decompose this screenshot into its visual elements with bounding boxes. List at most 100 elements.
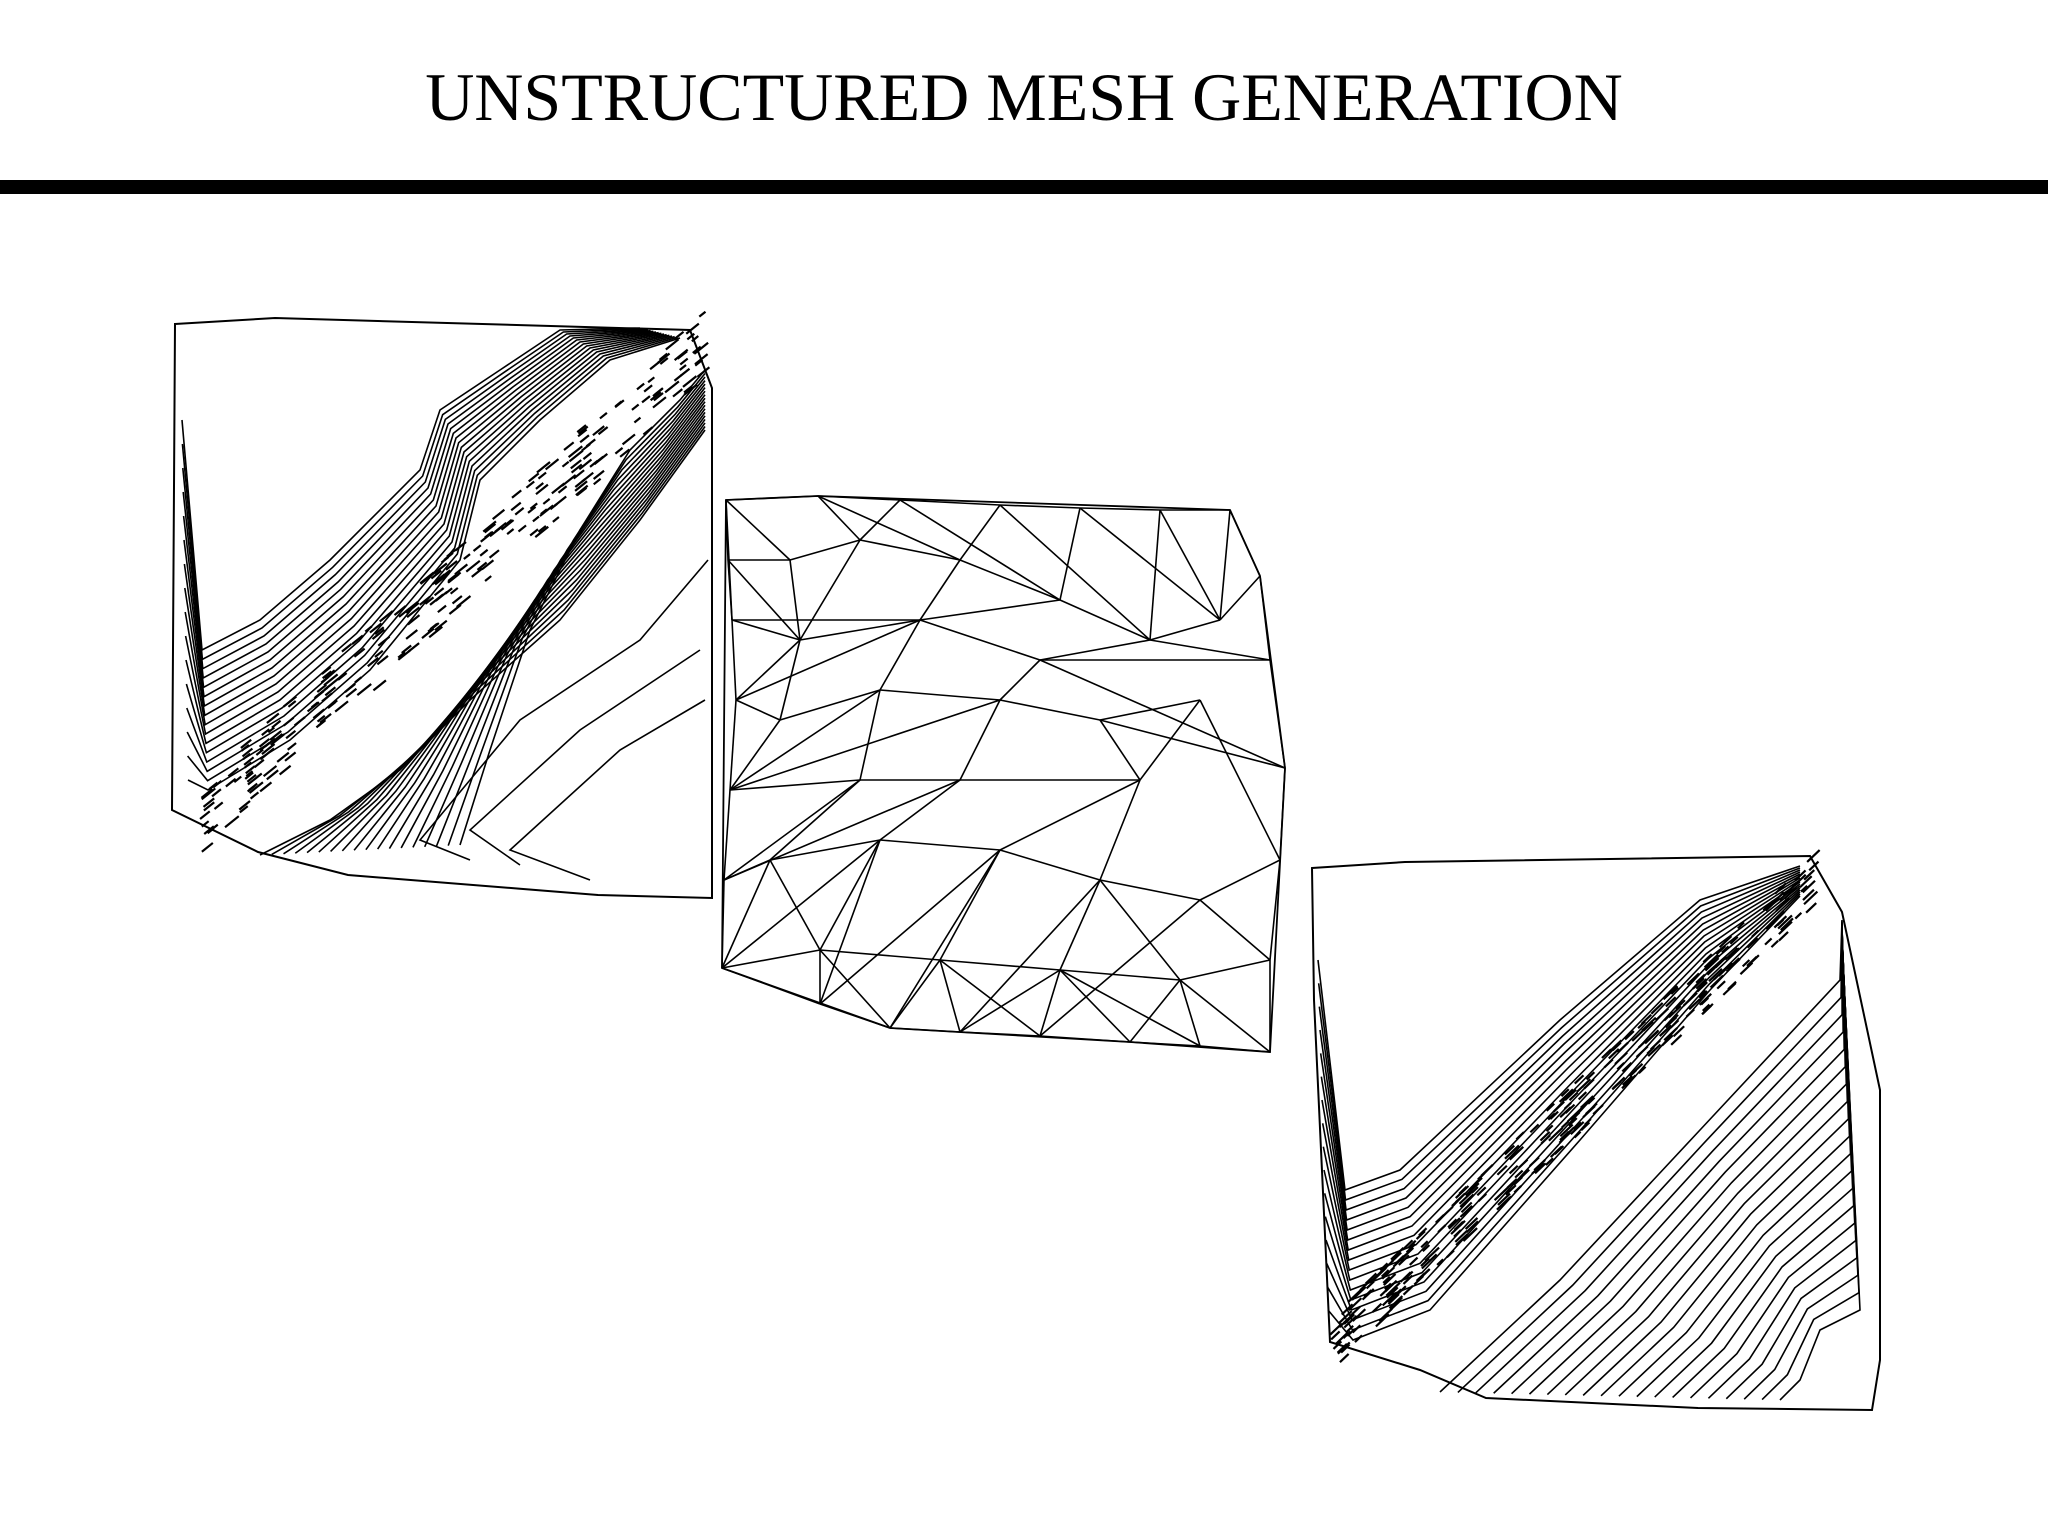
left-band-mark	[239, 805, 249, 814]
left-band-mark	[372, 679, 387, 692]
right-band-mark	[1496, 1196, 1511, 1211]
right-band-mark	[1806, 849, 1821, 863]
mesh-edge	[999, 699, 1101, 721]
right-contour-upper	[1317, 865, 1801, 1192]
right-band-mark	[1603, 1058, 1614, 1069]
right-contour-lines	[1317, 865, 1861, 1401]
left-contour-upper	[185, 333, 667, 745]
right-band-mark	[1718, 935, 1733, 949]
right-band-mark	[1669, 1019, 1680, 1029]
right-band-mark	[1329, 1322, 1343, 1336]
mesh-edge	[939, 959, 961, 1033]
right-band-mark	[1614, 1051, 1628, 1065]
left-band-mark	[337, 672, 348, 681]
right-band-mark	[1611, 1041, 1622, 1052]
right-band-mark	[1709, 974, 1724, 989]
right-band-mark	[1384, 1279, 1398, 1293]
mesh-edge	[1099, 719, 1286, 769]
left-band-mark	[570, 459, 582, 470]
right-band-mark	[1534, 1162, 1547, 1175]
left-band-mark	[211, 788, 222, 798]
mesh-edge	[1259, 575, 1271, 661]
mesh-edge	[769, 779, 861, 861]
left-band-mark	[369, 622, 383, 634]
left-band-mark	[592, 425, 605, 437]
left-band-mark	[482, 520, 497, 533]
right-band-mark	[1455, 1233, 1469, 1246]
mesh-edge	[1199, 859, 1281, 901]
right-band-mark	[1379, 1262, 1389, 1272]
right-band-mark	[1751, 929, 1760, 938]
mesh-edge	[859, 689, 881, 781]
left-band-mark	[693, 341, 709, 355]
right-band-mark	[1388, 1295, 1404, 1310]
mesh-edge	[879, 689, 1001, 701]
mesh-edge	[919, 599, 1061, 621]
left-contour-upper	[182, 328, 646, 670]
right-band-mark	[1621, 1061, 1633, 1073]
left-band-mark	[421, 627, 435, 639]
mesh-edge	[725, 495, 819, 501]
right-band-mark	[1724, 947, 1739, 961]
left-band-mark	[429, 622, 438, 631]
right-band-mark	[1616, 1061, 1625, 1071]
right-band-mark	[1385, 1281, 1401, 1297]
left-band-mark	[472, 544, 482, 552]
left-band-mark	[315, 719, 326, 729]
left-band-mark	[599, 412, 608, 420]
left-band-mark	[537, 525, 547, 533]
left-band-mark	[463, 553, 471, 560]
right-band-mark	[1563, 1101, 1572, 1110]
right-band-mark	[1401, 1239, 1414, 1251]
mesh-edge	[735, 699, 781, 721]
left-band-mark	[424, 596, 435, 605]
left-contour-lower	[435, 376, 706, 847]
right-band-mark	[1552, 1100, 1565, 1113]
left-band-mark	[259, 781, 273, 793]
right-band-mark	[1359, 1278, 1373, 1291]
right-band-mark	[1561, 1120, 1570, 1129]
right-band-mark	[1390, 1251, 1402, 1263]
mesh-edge	[1059, 599, 1151, 641]
left-band-mark	[240, 738, 252, 749]
left-band-mark	[353, 647, 366, 658]
left-band-mark	[437, 604, 447, 614]
left-band-mark	[321, 692, 333, 703]
mesh-edge	[959, 1031, 1041, 1037]
left-contour-upper	[184, 331, 659, 717]
right-band-mark	[1794, 912, 1803, 920]
right-band-mark	[1402, 1284, 1414, 1296]
right-band-mark	[1529, 1123, 1540, 1134]
mesh-edge	[959, 504, 1001, 561]
right-band-mark	[1696, 981, 1708, 993]
left-contour-upper	[185, 334, 670, 754]
right-band-mark	[1424, 1246, 1440, 1262]
mesh-edge	[1179, 959, 1271, 981]
left-band-mark	[393, 605, 407, 616]
mesh-edge	[1079, 507, 1221, 621]
right-band-mark	[1354, 1334, 1363, 1343]
right-band-mark	[1628, 1069, 1638, 1078]
left-band-mark	[258, 738, 271, 748]
left-band-mark	[683, 383, 698, 396]
left-band-mark	[247, 772, 263, 786]
left-band-mark	[641, 395, 651, 404]
left-band-mark	[397, 651, 406, 659]
right-band-mark	[1351, 1308, 1367, 1322]
mesh-edge	[1099, 719, 1141, 781]
right-contour-lower	[1439, 919, 1843, 1393]
right-band-mark	[1573, 1121, 1582, 1131]
left-band-mark	[643, 384, 653, 393]
right-contour-upper	[1321, 877, 1801, 1252]
left-band-mark	[696, 366, 711, 378]
left-band-mark	[255, 748, 264, 756]
left-contour-upper	[187, 337, 681, 791]
left-band-mark	[203, 825, 215, 835]
left-band-mark	[434, 619, 448, 632]
left-band-mark	[451, 595, 463, 605]
right-band-mark	[1741, 959, 1751, 968]
right-band-mark	[1644, 1030, 1659, 1045]
left-band-mark	[319, 713, 332, 724]
left-contour-upper	[184, 332, 662, 726]
left-band-mark	[488, 549, 500, 559]
